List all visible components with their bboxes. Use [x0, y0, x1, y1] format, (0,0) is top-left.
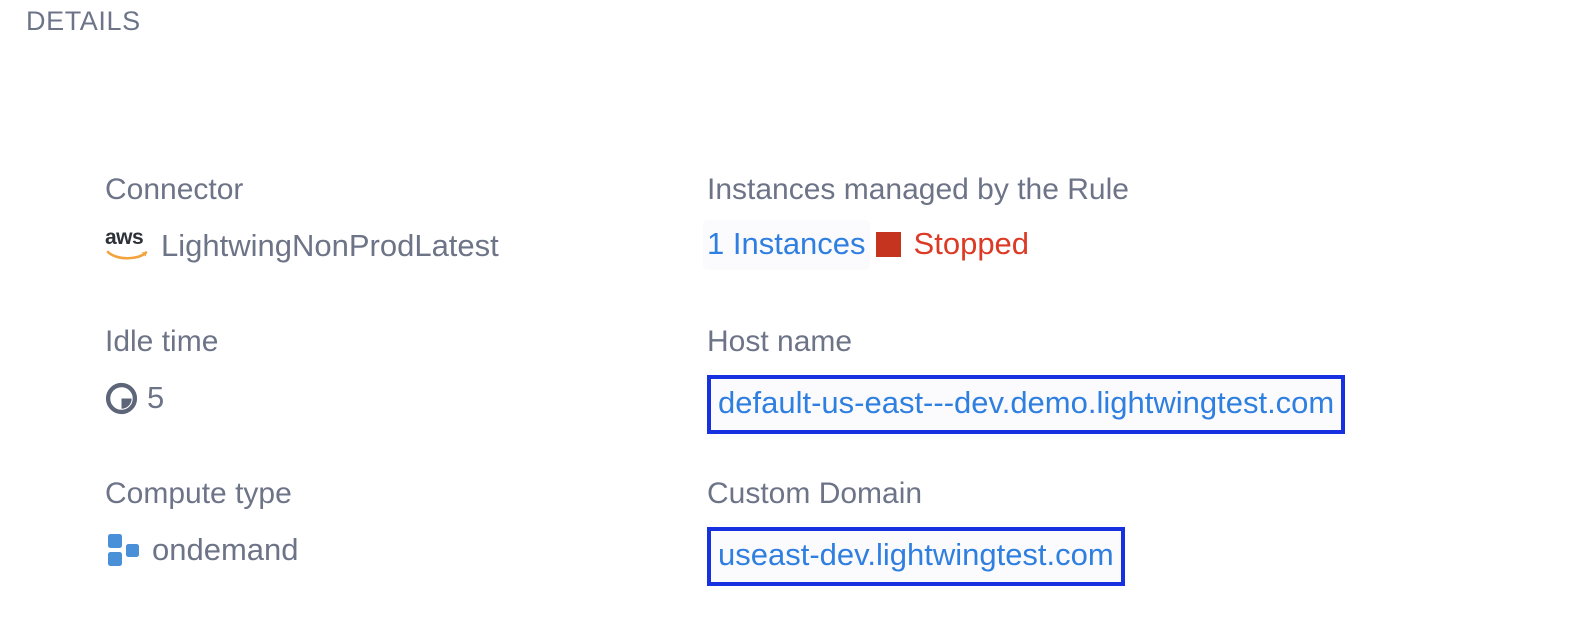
field-custom-domain: Custom Domain useast-dev.lightwingtest.c…	[707, 474, 1596, 586]
compute-cluster-icon	[108, 534, 139, 566]
instances-count-link[interactable]: 1 Instances	[703, 220, 870, 270]
instances-status: Stopped	[875, 226, 1030, 262]
field-host-name: Host name default-us-east---dev.demo.lig…	[707, 322, 1596, 434]
idle-time-value: 5	[147, 380, 165, 415]
details-grid: Connector aws LightwingNonProdLatest Ins…	[0, 170, 1596, 626]
details-row-connector: Connector aws LightwingNonProdLatest Ins…	[0, 170, 1596, 322]
custom-domain-link[interactable]: useast-dev.lightwingtest.com	[707, 527, 1125, 586]
page-title: DETAILS	[26, 6, 141, 36]
host-name-label: Host name	[707, 325, 853, 358]
connector-value-row: aws LightwingNonProdLatest	[105, 226, 707, 266]
status-badge: Stopped	[913, 226, 1030, 261]
compute-type-value: ondemand	[152, 532, 299, 567]
idle-time-label: Idle time	[105, 325, 219, 358]
field-idle-time: Idle time 5	[0, 322, 707, 418]
clock-pie-icon	[105, 382, 138, 414]
field-instances: Instances managed by the Rule 1 Instance…	[703, 170, 1596, 270]
aws-logo-icon: aws	[105, 227, 151, 264]
host-name-value-row: default-us-east---dev.demo.lightwingtest…	[707, 375, 1596, 434]
details-row-computetype: Compute type ondemand Custom Domain usea…	[0, 474, 1596, 626]
compute-type-label: Compute type	[105, 477, 292, 510]
idle-time-value-row: 5	[105, 378, 707, 418]
stopped-square-icon	[875, 231, 901, 257]
custom-domain-label: Custom Domain	[707, 477, 923, 510]
host-name-link[interactable]: default-us-east---dev.demo.lightwingtest…	[707, 375, 1346, 434]
instances-label: Instances managed by the Rule	[707, 173, 1129, 206]
connector-label: Connector	[105, 173, 244, 206]
custom-domain-value-row: useast-dev.lightwingtest.com	[707, 527, 1596, 586]
details-row-idletime: Idle time 5 Host name default-us-east---…	[0, 322, 1596, 474]
connector-value: LightwingNonProdLatest	[161, 228, 499, 263]
instances-value-row: 1 Instances Stopped	[703, 220, 1596, 270]
field-connector: Connector aws LightwingNonProdLatest	[0, 170, 707, 266]
field-compute-type: Compute type ondemand	[0, 474, 707, 570]
compute-type-value-row: ondemand	[105, 530, 707, 570]
